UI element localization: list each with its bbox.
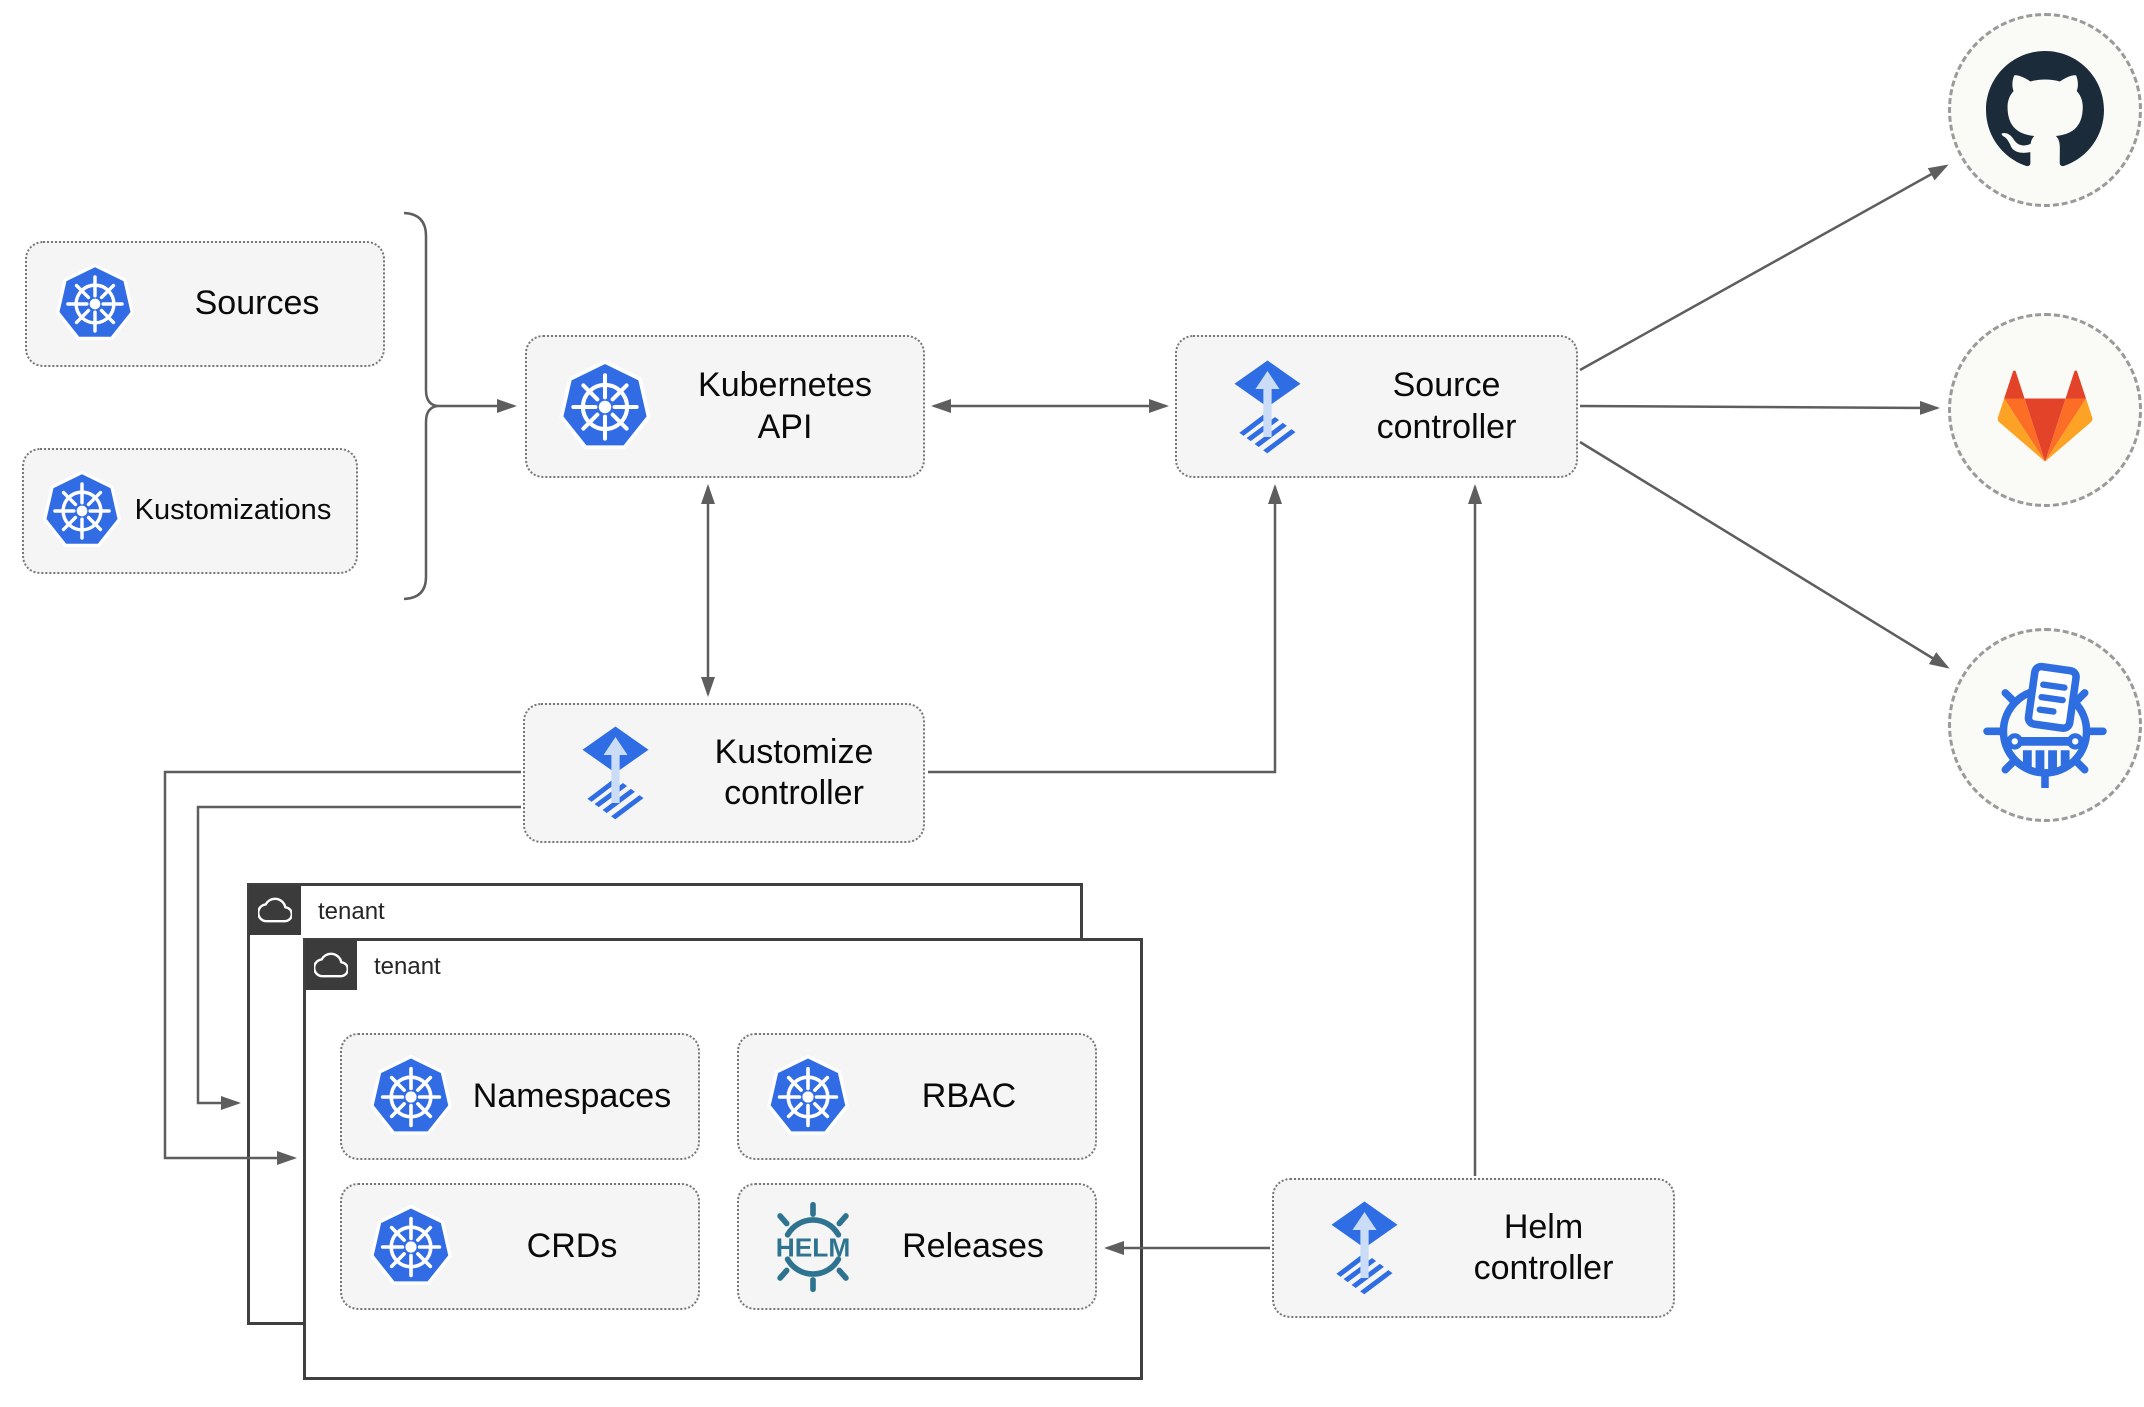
endpoint-manifest-registry bbox=[1948, 628, 2142, 822]
flux-icon bbox=[525, 725, 685, 821]
edge-source-registry bbox=[1579, 440, 1950, 669]
endpoint-github bbox=[1948, 13, 2142, 207]
node-namespaces: Namespaces bbox=[340, 1033, 700, 1160]
node-label: Releases bbox=[902, 1226, 1044, 1265]
node-label: Namespaces bbox=[472, 1076, 672, 1115]
node-label: CRDs bbox=[526, 1226, 618, 1265]
node-helm-controller: Helm controller bbox=[1272, 1178, 1675, 1318]
flux-icon bbox=[1177, 359, 1337, 455]
helm-icon: HELM bbox=[739, 1200, 871, 1294]
tenant-header bbox=[249, 885, 301, 935]
node-label: Helm controller bbox=[1473, 1207, 1614, 1287]
node-kubernetes-api: Kubernetes API bbox=[525, 335, 925, 478]
node-kustomizations: Kustomizations bbox=[22, 448, 358, 574]
github-icon bbox=[1986, 51, 2104, 169]
kubernetes-icon bbox=[27, 263, 151, 345]
node-sources: Sources bbox=[25, 241, 385, 367]
kubernetes-icon bbox=[342, 1054, 466, 1140]
tenant-header bbox=[305, 940, 357, 990]
node-label: Sources bbox=[194, 284, 320, 323]
node-kustomize-controller: Kustomize controller bbox=[523, 703, 925, 843]
kubernetes-icon bbox=[527, 359, 667, 455]
node-source-controller: Source controller bbox=[1175, 335, 1578, 478]
tenant-label: tenant bbox=[374, 953, 441, 980]
kustomize-manifests-icon bbox=[1982, 662, 2108, 788]
edge-source-github bbox=[1579, 164, 1949, 372]
gitlab-icon bbox=[1987, 352, 2103, 468]
brace bbox=[403, 211, 439, 601]
tenant-label: tenant bbox=[318, 898, 385, 925]
flux-icon bbox=[1274, 1200, 1434, 1296]
node-releases: HELM Releases bbox=[737, 1183, 1097, 1310]
node-label: Source controller bbox=[1376, 366, 1517, 446]
cloud-icon bbox=[314, 951, 348, 979]
cloud-icon bbox=[258, 896, 292, 924]
node-label: RBAC bbox=[921, 1076, 1017, 1115]
endpoint-gitlab bbox=[1948, 313, 2142, 507]
node-crds: CRDs bbox=[340, 1183, 700, 1310]
kubernetes-icon bbox=[342, 1204, 466, 1290]
node-rbac: RBAC bbox=[737, 1033, 1097, 1160]
svg-text:HELM: HELM bbox=[776, 1232, 851, 1262]
edge-source-gitlab bbox=[1579, 400, 1940, 415]
node-label: Kustomizations bbox=[134, 494, 332, 527]
kubernetes-icon bbox=[739, 1054, 863, 1140]
edge-kustomize-source bbox=[928, 484, 1282, 774]
kubernetes-icon bbox=[24, 470, 130, 552]
node-label: Kubernetes API bbox=[698, 366, 872, 446]
node-label: Kustomize controller bbox=[714, 732, 874, 812]
